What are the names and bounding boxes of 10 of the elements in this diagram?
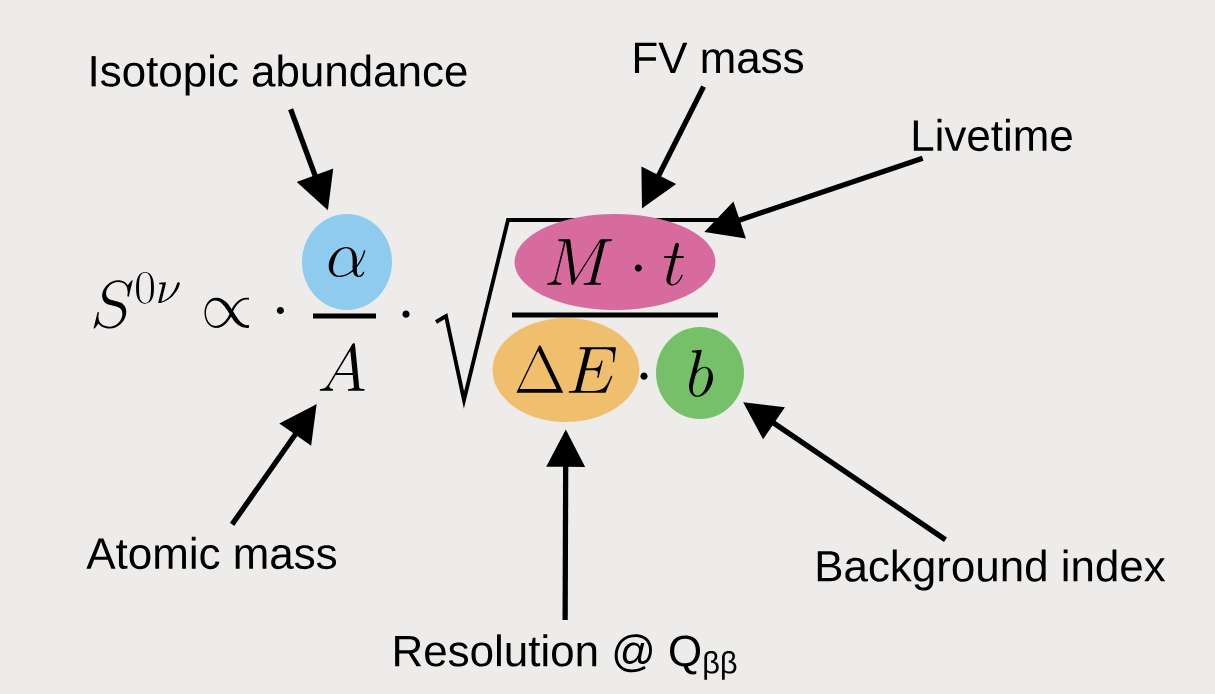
callout-text: Resolution @ Q$_{ββ}$ <box>395 634 737 680</box>
callout-text: Atomic mass <box>86 536 337 570</box>
multiplication-dot: $\cdot$ <box>640 372 648 380</box>
callout-text: Background index <box>817 549 1166 591</box>
formula-term: $A$ <box>319 343 365 391</box>
formula-term: $S^{0\nu} \propto \cdot$ <box>93 272 284 329</box>
callout-text: Isotopic abundance <box>91 54 467 96</box>
callout-text: FV mass <box>635 42 803 74</box>
multiplication-dot: $\cdot$ <box>402 310 410 318</box>
callout-text: Livetime <box>913 118 1072 152</box>
